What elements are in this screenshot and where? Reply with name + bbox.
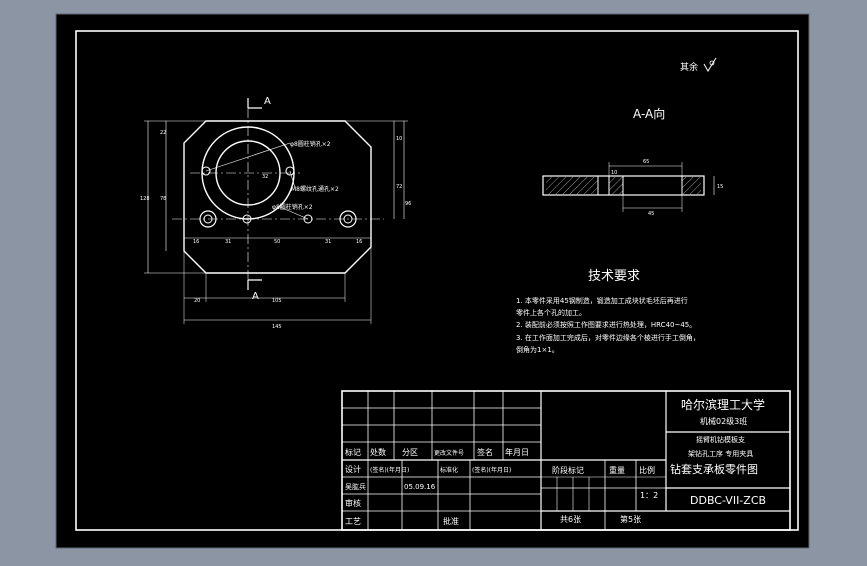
class-name: 机械02级3班 (700, 416, 747, 426)
tech-item-2: 2. 装配前必须按照工作图要求进行热处理，HRC40~45。 (516, 320, 696, 329)
callout-hole-c: φ8圆柱销孔×2 (272, 203, 313, 211)
row-date: 05.09.16 (404, 483, 436, 491)
plan-view-labels: A A φ8圆柱销孔×2 M8螺纹孔通孔×2 φ8圆柱销孔×2 22 78 12… (140, 96, 411, 330)
roughness-note: 其余 (680, 57, 717, 73)
bolt-hole-right-outer (339, 210, 357, 228)
section-mark-top-letter: A (264, 96, 271, 107)
tech-item-3: 3. 在工作面加工完成后，对零件边缘各个棱进行手工倒角， (516, 333, 700, 342)
section-mark-top-line (247, 98, 262, 109)
dim-bottom-seg5: 16 (356, 239, 362, 245)
pin-hole-left (201, 166, 211, 176)
dim-right-bot: 96 (405, 201, 411, 207)
bolt-hole-left-outer (199, 210, 217, 228)
school-name: 哈尔滨理工大学 (681, 397, 765, 412)
dim-bottom-seg3: 50 (274, 239, 280, 245)
dim-chamfer-w: 20 (194, 298, 200, 304)
callout-hole-a: φ8圆柱销孔×2 (290, 140, 331, 148)
dim-left-top: 22 (160, 130, 166, 136)
section-dim-right: 15 (717, 184, 723, 190)
section-dim-slot: 10 (611, 170, 617, 176)
row-pizhun: 批准 (443, 516, 459, 526)
dim-bottom-seg2: 31 (225, 239, 231, 245)
dim-overall-w: 145 (272, 324, 282, 330)
bore-circle (215, 140, 281, 206)
stage-mark-label: 阶段标记 (552, 465, 584, 475)
tech-item-1-cont: 零件上各个孔的加工。 (516, 308, 586, 317)
roughness-label: 其余 (680, 61, 698, 73)
section-view-labels: A-A向 65 45 15 10 (611, 106, 723, 217)
section-hatch-left (546, 177, 598, 194)
weight-label: 重量 (609, 465, 625, 475)
pin-hole-mid-right (303, 214, 313, 224)
dim-left-mid: 78 (160, 196, 166, 202)
drawing-name: 钻套支承板零件图 (670, 462, 758, 476)
callout-hole-b: M8螺纹孔通孔×2 (291, 185, 339, 193)
leader-hole-b (289, 170, 296, 189)
tech-item-1: 1. 本零件采用45钢制造，锻造加工成块状毛坯后再进行 (516, 296, 688, 305)
section-dim-bottom: 45 (648, 211, 654, 217)
section-hatch-right (682, 177, 701, 194)
roughness-check-icon (703, 57, 717, 72)
dim-bottom-seg4: 31 (325, 239, 331, 245)
dim-left-outer: 128 (140, 196, 150, 202)
row-sheji-value: (签名)(年月日) (370, 466, 409, 474)
drawing-sheet (55, 13, 810, 549)
row-biaozhun-value: (签名)(年月日) (472, 466, 511, 474)
scale-label: 比例 (639, 465, 655, 475)
technical-requirements: 技术要求 1. 本零件采用45钢制造，锻造加工成块状毛坯后再进行 零件上各个孔的… (516, 269, 700, 354)
bolt-hole-left-inner (203, 214, 213, 224)
hdr-nianyueri: 年月日 (505, 447, 529, 457)
row-shenhe: 审核 (345, 498, 361, 508)
tech-item-3-cont: 倒角为1×1。 (516, 345, 559, 354)
total-sheets: 共6张 (560, 515, 581, 524)
bolt-hole-right-inner (343, 214, 353, 224)
pin-hole-right (285, 166, 295, 176)
dim-right-top: 10 (396, 136, 402, 142)
row-biaozhun: 标准化 (440, 466, 458, 474)
hdr-fenqu: 分区 (402, 448, 418, 457)
leader-hole-c (279, 206, 309, 220)
hdr-gengai: 更改文件号 (434, 449, 464, 457)
scale-value: 1：2 (640, 491, 658, 500)
plan-view (144, 98, 408, 324)
roughness-circle-icon (709, 60, 715, 66)
process-line-2: 架钻孔工序 专用夹具 (688, 449, 753, 458)
leader-hole-a (205, 142, 291, 172)
process-line-1: 摇臂机钻模板支 (696, 435, 745, 444)
section-dim-top: 65 (643, 159, 649, 165)
section-title: A-A向 (633, 106, 665, 121)
tech-title: 技术要求 (588, 269, 640, 284)
dim-bottom-seg1: 16 (193, 239, 199, 245)
title-block (341, 390, 791, 531)
title-block-text: 哈尔滨理工大学 机械02级3班 摇臂机钻模板支 架钻孔工序 专用夹具 钻套支承板… (345, 397, 766, 526)
hdr-chushu: 处数 (370, 447, 386, 457)
dim-inner-w: 105 (272, 298, 282, 304)
dim-center-dia: 32 (262, 174, 268, 180)
hdr-biaoji: 标记 (345, 447, 361, 457)
section-mark-bottom-letter: A (252, 291, 259, 302)
section-view (542, 162, 715, 212)
drawing-number: DDBC-VII-ZCB (690, 494, 766, 507)
section-mark-bottom-line (247, 279, 262, 290)
hdr-qianming: 签名 (477, 447, 493, 457)
section-hatch-mid (609, 177, 623, 194)
dim-right-mid: 72 (396, 184, 402, 190)
sheet-number: 第5张 (620, 514, 641, 524)
row-sheji: 设计 (345, 464, 361, 474)
row-gongyi: 工艺 (345, 517, 361, 526)
pin-hole-mid-left (242, 214, 252, 224)
row-jiaoshen: 吴肱兵 (345, 482, 366, 491)
